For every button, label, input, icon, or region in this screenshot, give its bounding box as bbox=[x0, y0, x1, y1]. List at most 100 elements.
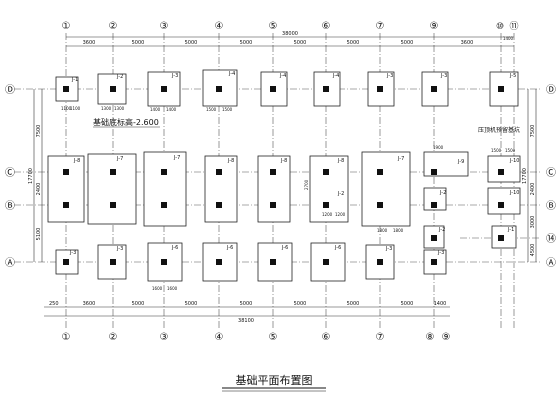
axis-top-10: ⑩ bbox=[496, 22, 504, 32]
axis-top-2: ② bbox=[109, 21, 118, 32]
axis-left-C: Ⓒ bbox=[5, 167, 15, 179]
footing-label: J-2 bbox=[438, 227, 445, 233]
axis-bottom-6: ⑥ bbox=[322, 332, 331, 343]
axis-right-C: Ⓒ bbox=[546, 167, 556, 179]
bottom-total-dim: 38100 bbox=[238, 318, 254, 324]
axis-top-3: ③ bbox=[160, 21, 169, 32]
footing-label: J-3 bbox=[116, 246, 123, 252]
axis-top-5: ⑤ bbox=[269, 21, 278, 32]
axis-left-A: Ⓐ bbox=[5, 257, 15, 269]
footing-dim: 2700 bbox=[304, 179, 309, 190]
top-dim-9: 1400 bbox=[503, 36, 514, 41]
axis-bottom-4: ④ bbox=[215, 332, 224, 343]
footing-label: J-3 bbox=[440, 73, 447, 79]
bottom-axis-bubbles: ① ② ③ ④ ⑤ ⑥ ⑦ ⑧ ⑨ bbox=[62, 332, 451, 343]
top-dim-7: 5000 bbox=[401, 40, 414, 46]
axis-bottom-7: ⑦ bbox=[376, 332, 385, 343]
footing-label: J-5 bbox=[509, 73, 516, 79]
footing-dim: 1100 bbox=[61, 106, 72, 111]
base-elevation-note: 基础底标高-2.600 bbox=[93, 117, 159, 127]
right-dim-4: 4500 bbox=[530, 244, 536, 257]
axis-top-9: ⑨ bbox=[430, 21, 439, 32]
footing-label: J-9 bbox=[457, 159, 464, 165]
left-total-dim: 17700 bbox=[28, 168, 34, 184]
axis-left-B: Ⓑ bbox=[5, 200, 15, 212]
top-total-dim: 38000 bbox=[282, 31, 298, 37]
footing-label: J-3 bbox=[385, 246, 392, 252]
footing-label: J-8 bbox=[337, 158, 344, 164]
footing-dim: 1800 bbox=[377, 228, 388, 233]
row-CB-footings: J-8 J-7 J-7 J-8 J-8 J-8 J-2 J-7 1200 120… bbox=[47, 145, 521, 259]
footing-label: J-4 bbox=[332, 73, 339, 79]
footing-label: J-8 bbox=[227, 158, 234, 164]
footing-dim: 1500 bbox=[505, 148, 516, 153]
footing-label: J-1 bbox=[71, 77, 78, 83]
footing-label: J-10 bbox=[509, 190, 519, 196]
axis-right-14: ⑭ bbox=[546, 233, 556, 245]
axis-bottom-8: ⑧ bbox=[426, 332, 435, 343]
top-dim-3: 5000 bbox=[185, 40, 198, 46]
bottom-dim-7: 5000 bbox=[401, 301, 414, 307]
footing-dim: 1600 bbox=[167, 286, 178, 291]
footing-label: J-6 bbox=[226, 245, 233, 251]
footing-dim: 1400 bbox=[166, 107, 177, 112]
top-dim-8: 3600 bbox=[461, 40, 474, 46]
footing-label: J-4 bbox=[279, 73, 286, 79]
footing-dim: 1200 bbox=[335, 212, 346, 217]
footing-label: J-2 bbox=[116, 74, 123, 80]
top-dim-4: 5000 bbox=[240, 40, 253, 46]
axis-right-A: Ⓐ bbox=[546, 257, 556, 269]
axis-bottom-1: ① bbox=[62, 332, 71, 343]
footing-dim: 1500 bbox=[222, 107, 233, 112]
footing-dim: 1300 bbox=[114, 106, 125, 111]
drawing-title: 基础平面布置图 bbox=[236, 374, 313, 387]
footing-dim: 1400 bbox=[150, 107, 161, 112]
right-dim-3: 3000 bbox=[530, 216, 536, 229]
footing-dim: 1100 bbox=[70, 106, 81, 111]
axis-top-11: ⑪ bbox=[509, 21, 518, 32]
right-axis: Ⓓ Ⓒ Ⓑ ⑭ Ⓐ 7500 2400 3000 4500 17700 bbox=[522, 84, 556, 269]
bottom-dimension-chain: 250 3600 5000 5000 5000 5000 5000 5000 1… bbox=[44, 301, 450, 324]
axis-bottom-3: ③ bbox=[160, 332, 169, 343]
bottom-gap-dim: 250 bbox=[49, 301, 59, 307]
bottom-dim-5: 5000 bbox=[294, 301, 307, 307]
footing-dim: 1900 bbox=[433, 145, 444, 150]
footing-label: J-3 bbox=[69, 250, 76, 256]
footing-label: J-7 bbox=[397, 156, 404, 162]
left-dim-2: 2400 bbox=[36, 183, 42, 196]
footing-label: J-8 bbox=[73, 158, 80, 164]
top-dim-6: 5000 bbox=[347, 40, 360, 46]
axis-top-6: ⑥ bbox=[322, 21, 331, 32]
footing-label: J-2 bbox=[439, 190, 446, 196]
top-dimension-chain: 38000 3600 5000 5000 5000 5000 5000 5000… bbox=[66, 31, 514, 47]
left-dim-1: 7500 bbox=[36, 125, 42, 138]
footing-dim: 1200 bbox=[322, 212, 333, 217]
bottom-dim-4: 5000 bbox=[240, 301, 253, 307]
bottom-dim-6: 5000 bbox=[347, 301, 360, 307]
top-dim-5: 5000 bbox=[294, 40, 307, 46]
footing-label: J-6 bbox=[171, 245, 178, 251]
axis-right-B: Ⓑ bbox=[546, 200, 556, 212]
bottom-dim-1: 3600 bbox=[83, 301, 96, 307]
top-dim-1: 3600 bbox=[83, 40, 96, 46]
axis-top-4: ④ bbox=[215, 21, 224, 32]
footing-dim: 1300 bbox=[101, 106, 112, 111]
top-axis-bubbles: ① ② ③ ④ ⑤ ⑥ ⑦ ⑨ ⑩ ⑪ bbox=[62, 21, 519, 32]
footing-label: J-3 bbox=[437, 250, 444, 256]
axis-top-7: ⑦ bbox=[376, 21, 385, 32]
left-dim-3: 5100 bbox=[36, 228, 42, 241]
footing-label: J-2 bbox=[337, 191, 344, 197]
footing-label: J-3 bbox=[171, 73, 178, 79]
row-A-footings: J-3 J-3 J-6 J-6 J-6 J-6 J-3 J-3 1600 160… bbox=[55, 242, 447, 291]
pit-note: 压顶机预留基坑 bbox=[478, 126, 520, 134]
footing-label: J-3 bbox=[386, 73, 393, 79]
row-D-footings: J-1 J-2 J-3 J-4 J-4 J-4 J-3 J-3 J-5 1100… bbox=[55, 69, 519, 112]
footing-dim: 1500 bbox=[206, 107, 217, 112]
axis-left-D: Ⓓ bbox=[5, 84, 15, 96]
right-dim-2: 2400 bbox=[530, 183, 536, 196]
axis-bottom-2: ② bbox=[109, 332, 118, 343]
footing-dim: 1500 bbox=[491, 148, 502, 153]
bottom-dim-2: 5000 bbox=[132, 301, 145, 307]
footing-dim: 1800 bbox=[393, 228, 404, 233]
